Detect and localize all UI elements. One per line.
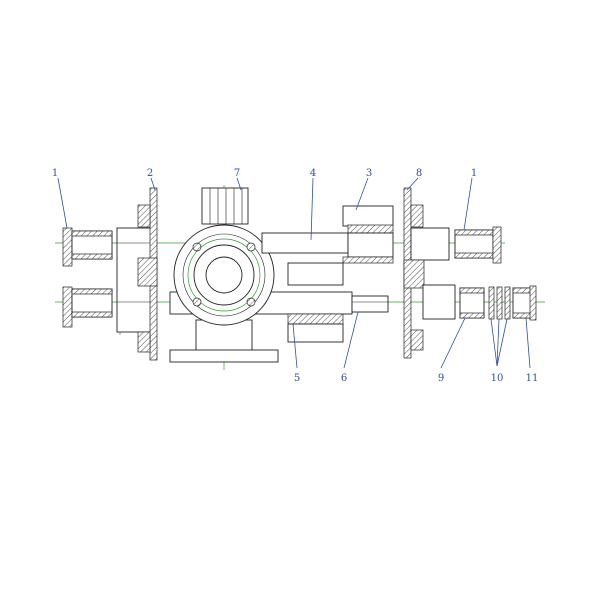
callout-labels: 1 2 7 4 3 8 1 5 6 9 10 11 — [52, 168, 539, 384]
callout-8: 8 — [416, 168, 422, 179]
part-11-end-nut — [512, 285, 537, 321]
callout-7: 7 — [234, 168, 240, 179]
callout-5: 5 — [294, 373, 300, 384]
part-5-lower-gear — [287, 262, 344, 343]
part-2-left-flange-housing — [116, 187, 158, 361]
callout-3: 3 — [366, 168, 372, 179]
callout-6: 6 — [341, 373, 347, 384]
callout-1-left: 1 — [52, 168, 58, 179]
part-10-washers — [488, 286, 511, 320]
part-9-bushing — [459, 287, 485, 319]
part-8-right-flange-housing — [403, 187, 456, 359]
callout-4: 4 — [310, 168, 316, 179]
part-1-right-bushing — [454, 226, 502, 264]
part-4-upper-shaft — [261, 232, 349, 254]
callout-11: 11 — [526, 373, 539, 384]
callout-10: 10 — [491, 373, 504, 384]
part-3-upper-sleeve — [342, 205, 394, 264]
part-1-left-bushings — [62, 227, 113, 328]
gearbox-body — [169, 187, 353, 363]
callout-1-right: 1 — [471, 168, 477, 179]
part-6-key — [351, 295, 389, 313]
leader-lines — [57, 177, 531, 369]
callout-2: 2 — [147, 168, 153, 179]
callout-9: 9 — [438, 373, 444, 384]
